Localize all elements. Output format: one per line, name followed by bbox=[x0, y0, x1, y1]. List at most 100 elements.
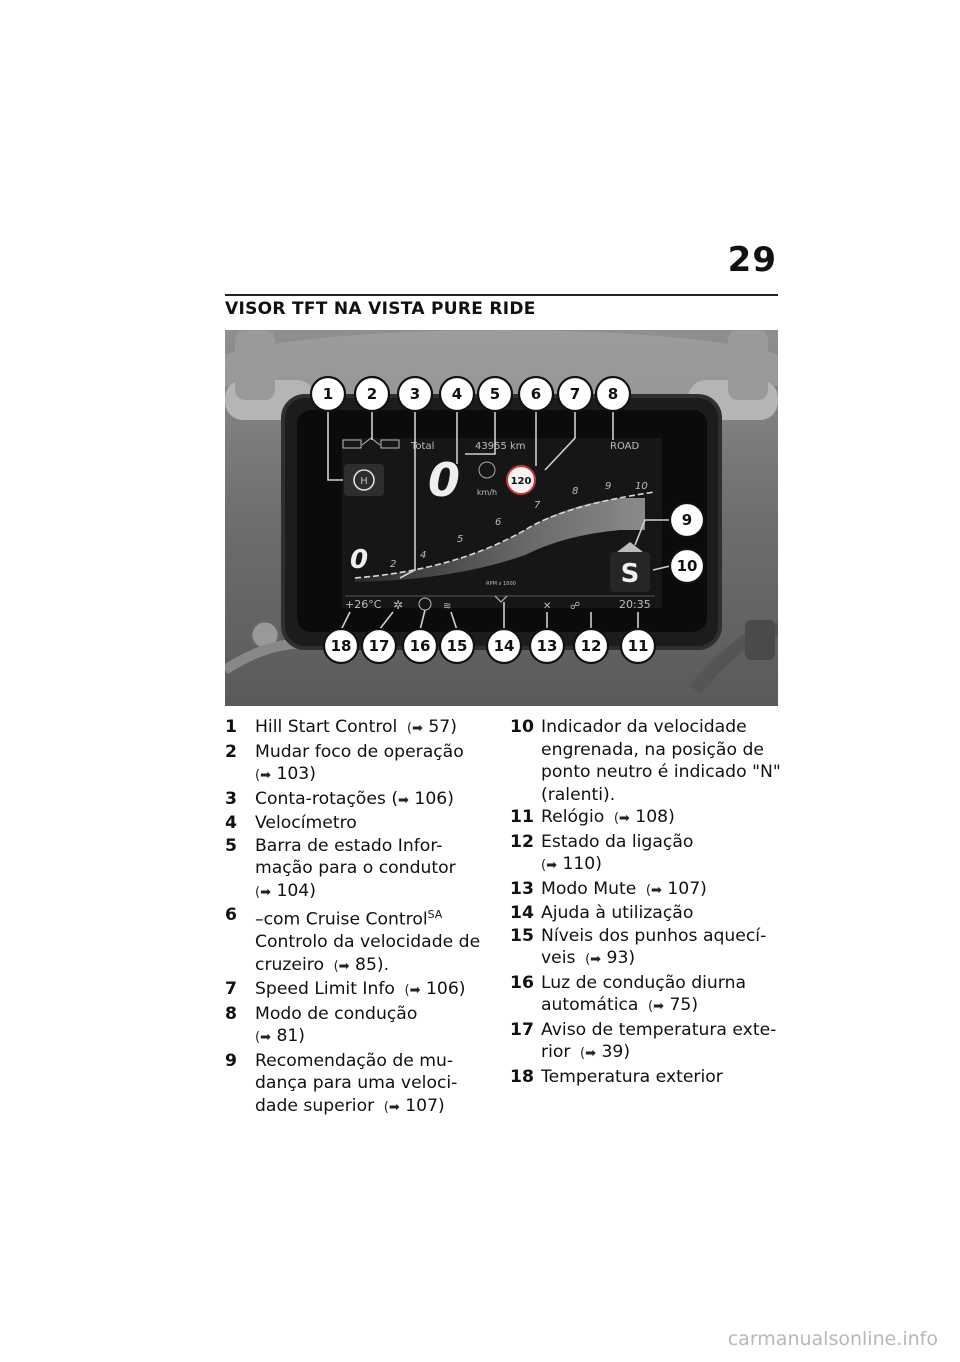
page-ref-arrow-icon: (➡ bbox=[379, 1099, 400, 1115]
page-ref-arrow-icon: (➡ bbox=[400, 983, 421, 999]
svg-text:5: 5 bbox=[490, 385, 500, 403]
page-ref-arrow-icon: (➡ bbox=[255, 884, 271, 900]
svg-text:7: 7 bbox=[570, 385, 580, 403]
speed-value: 0 bbox=[428, 453, 460, 507]
legend-item: 17 Aviso de temperatura exte-rior (➡ 39) bbox=[510, 1019, 777, 1063]
svg-text:6: 6 bbox=[531, 385, 541, 403]
callout-12: 12 bbox=[572, 627, 610, 665]
riding-mode-value: ROAD bbox=[610, 441, 639, 452]
callout-9: 9 bbox=[668, 501, 706, 539]
svg-text:17: 17 bbox=[369, 637, 390, 655]
page-ref-arrow-icon: (➡ bbox=[541, 858, 557, 873]
legend-item: 16 Luz de condução diurna automática (➡ … bbox=[510, 972, 746, 1016]
svg-text:12: 12 bbox=[581, 637, 602, 655]
legend-item: 11 Relógio (➡ 108) bbox=[510, 807, 675, 827]
speed-limit-value: 120 bbox=[511, 476, 532, 487]
callout-6: 6 bbox=[517, 375, 555, 413]
callout-7: 7 bbox=[556, 375, 594, 413]
odometer-value: 43955 km bbox=[475, 441, 526, 452]
legend-item: 5 Barra de estado Infor-mação para o con… bbox=[225, 835, 456, 901]
legend-item: 14 Ajuda à utilização bbox=[510, 903, 694, 923]
tft-display-figure: Total 43955 km ROAD H 0 km/h 120 2 4 5 6… bbox=[225, 330, 778, 706]
callout-13: 13 bbox=[528, 627, 566, 665]
legend-item: 4 Velocímetro bbox=[225, 813, 357, 833]
svg-text:2: 2 bbox=[390, 559, 396, 570]
svg-text:8: 8 bbox=[572, 486, 578, 497]
svg-text:8: 8 bbox=[608, 385, 618, 403]
callout-16: 16 bbox=[401, 627, 439, 665]
page-ref-arrow-icon: (➡ bbox=[329, 958, 350, 974]
connection-icon: ☍ bbox=[570, 601, 580, 612]
shift-indicator: S bbox=[621, 559, 640, 589]
svg-text:6: 6 bbox=[495, 517, 501, 528]
svg-text:13: 13 bbox=[537, 637, 558, 655]
svg-text:4: 4 bbox=[452, 385, 462, 403]
page-ref-arrow-icon: (➡ bbox=[641, 882, 662, 898]
legend-item: 3 Conta-rotações (➡ 106) bbox=[225, 788, 454, 809]
svg-text:10: 10 bbox=[677, 557, 698, 575]
legend-left: 1 Hill Start Control (➡ 57) 2 Mudar foco… bbox=[225, 716, 487, 1119]
callout-11: 11 bbox=[619, 627, 657, 665]
svg-text:3: 3 bbox=[410, 385, 420, 403]
section-title: VISOR TFT NA VISTA PURE RIDE bbox=[225, 299, 536, 319]
callout-10: 10 bbox=[668, 547, 706, 585]
page-ref-arrow-icon: (➡ bbox=[255, 768, 271, 783]
callout-4: 4 bbox=[438, 375, 476, 413]
page-ref-arrow-icon: (➡ bbox=[643, 999, 665, 1014]
svg-text:10: 10 bbox=[635, 481, 648, 492]
clock-value: 20:35 bbox=[619, 598, 651, 611]
legend-item: 2 Mudar foco de operação(➡ 103) bbox=[225, 741, 464, 785]
svg-text:9: 9 bbox=[682, 511, 692, 529]
page-ref-arrow-icon: (➡ bbox=[609, 811, 630, 826]
legend-item: 10 Indicador da velocidade engrenada, na… bbox=[510, 717, 781, 805]
hill-start-icon bbox=[353, 469, 375, 491]
speed-limit-sign bbox=[506, 465, 536, 495]
legend-item: 8 Modo de condução(➡ 81) bbox=[225, 1003, 418, 1047]
page-ref-arrow-icon: ➡ bbox=[398, 792, 409, 808]
watermark: carmanualsonline.info bbox=[727, 1328, 938, 1350]
callout-18: 18 bbox=[322, 627, 360, 665]
svg-text:14: 14 bbox=[494, 637, 515, 655]
speed-unit: km/h bbox=[477, 488, 497, 497]
total-label: Total bbox=[410, 441, 434, 452]
legend-item: 1 Hill Start Control (➡ 57) bbox=[225, 717, 457, 737]
callout-5: 5 bbox=[476, 375, 514, 413]
page-ref-arrow-icon: (➡ bbox=[575, 1046, 597, 1061]
callout-8: 8 bbox=[594, 375, 632, 413]
legend-right: 10 Indicador da velocidade engrenada, na… bbox=[510, 716, 782, 1088]
callout-2: 2 bbox=[353, 375, 391, 413]
legend-item: 9 Recomendação de mu-dança para uma velo… bbox=[225, 1050, 458, 1116]
page-ref-arrow-icon: (➡ bbox=[255, 1030, 271, 1046]
gear-value: 0 bbox=[350, 545, 368, 575]
callout-3: 3 bbox=[396, 375, 434, 413]
callout-15: 15 bbox=[438, 627, 476, 665]
svg-text:15: 15 bbox=[447, 637, 468, 655]
legend-item: 18 Temperatura exterior bbox=[510, 1066, 723, 1087]
legend-item: 15 Níveis dos punhos aquecí-veis (➡ 93) bbox=[510, 925, 767, 969]
svg-text:1: 1 bbox=[323, 385, 333, 403]
mute-icon: ✕ bbox=[543, 601, 551, 612]
callout-17: 17 bbox=[360, 627, 398, 665]
svg-text:11: 11 bbox=[628, 637, 649, 655]
legend-item: 12 Estado da ligação(➡ 110) bbox=[510, 831, 694, 875]
svg-text:2: 2 bbox=[367, 385, 377, 403]
svg-text:5: 5 bbox=[457, 534, 463, 545]
svg-text:9: 9 bbox=[605, 481, 611, 492]
focus-indicator-icon bbox=[342, 439, 362, 449]
svg-text:18: 18 bbox=[331, 637, 352, 655]
page-ref-arrow-icon: (➡ bbox=[580, 952, 602, 967]
svg-text:H: H bbox=[360, 476, 368, 487]
svg-text:RPM x 1000: RPM x 1000 bbox=[486, 581, 516, 587]
frost-warning-icon: ✲ bbox=[393, 598, 403, 612]
svg-text:16: 16 bbox=[410, 637, 431, 655]
page-ref-arrow-icon: (➡ bbox=[402, 721, 423, 736]
temperature-value: +26°C bbox=[345, 598, 382, 611]
header-rule bbox=[225, 294, 778, 296]
callout-14: 14 bbox=[485, 627, 523, 665]
page-number: 29 bbox=[727, 240, 777, 280]
legend-item: 7 Speed Limit Info (➡ 106) bbox=[225, 979, 466, 1000]
svg-text:4: 4 bbox=[420, 550, 426, 561]
legend-item: 13 Modo Mute (➡ 107) bbox=[510, 878, 707, 899]
heated-grips-icon: ≋ bbox=[443, 601, 451, 612]
